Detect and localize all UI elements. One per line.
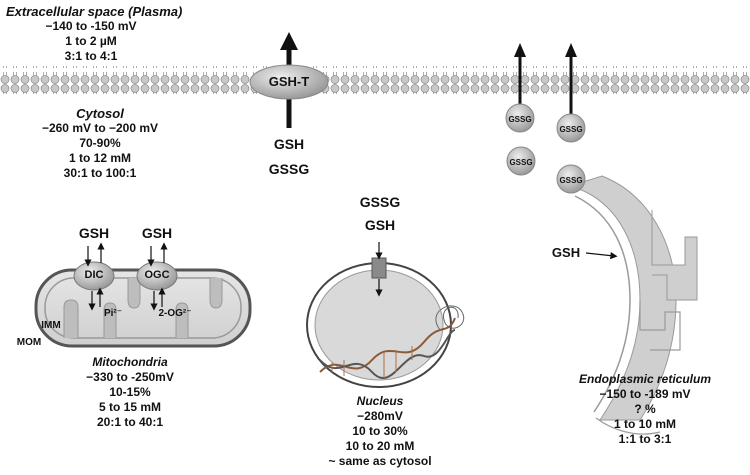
mitochondria-info: Mitochondria −330 to -250mV 10-15% 5 to …: [60, 355, 200, 430]
og-label: 2-OG²⁻: [158, 308, 192, 319]
gsh-t-label: GSH-T: [268, 74, 310, 89]
nucleus-ratio: ~ same as cytosol: [328, 454, 432, 468]
cytosol-concentration: 1 to 12 mM: [68, 151, 131, 165]
mito-gsh-right-label: GSH: [141, 225, 173, 241]
nucleus-gsh-label: GSH: [364, 217, 396, 233]
gssg-vesicle: [556, 164, 586, 194]
er-concentration: 1 to 10 mM: [613, 417, 676, 431]
gssg-vesicle: [506, 146, 536, 176]
endoplasmic-reticulum: [568, 175, 698, 435]
cytosol-info: Cytosol −260 mV to −200 mV 70-90% 1 to 1…: [30, 106, 170, 181]
mitochondria-title: Mitochondria: [92, 355, 168, 369]
ogc-carrier: [136, 261, 178, 291]
gssg-vesicle: [556, 113, 586, 143]
nucleus-title: Nucleus: [356, 394, 404, 408]
er-ratio: 1:1 to 3:1: [618, 432, 672, 446]
plasma-membrane: [0, 66, 750, 94]
nuclear-pore: [371, 257, 387, 279]
er-potential: −150 to -189 mV: [599, 387, 691, 401]
extracellular-ratio: 3:1 to 4:1: [64, 49, 118, 63]
nucleus-gssg-label: GSSG: [359, 194, 401, 210]
cytosol-title: Cytosol: [76, 106, 124, 121]
dna-helix-icon: [319, 305, 465, 379]
extracellular-concentration: 1 to 2 µM: [65, 34, 117, 48]
nucleus-percent: 10 to 30%: [352, 424, 408, 438]
transporter-gssg-label: GSSG: [268, 161, 310, 177]
cytosol-percent: 70-90%: [79, 136, 121, 150]
nucleus-concentration: 10 to 20 mM: [345, 439, 415, 453]
er-gssg-vesicles: [505, 103, 586, 194]
er-gsh-arrow: [585, 252, 618, 260]
gssg-vesicle: [505, 103, 535, 133]
extracellular-potential: −140 to -150 mV: [45, 19, 137, 33]
mitochondria-concentration: 5 to 15 mM: [98, 400, 161, 414]
cytosol-potential: −260 mV to −200 mV: [41, 121, 159, 135]
extracellular-title: Extracellular space (Plasma): [6, 4, 183, 19]
ogc-label: OGC: [144, 269, 170, 281]
mitochondria-percent: 10-15%: [109, 385, 151, 399]
mom-label: MOM: [16, 337, 42, 348]
nucleus-info: Nucleus −280mV 10 to 30% 10 to 20 mM ~ s…: [310, 394, 450, 469]
mitochondria-potential: −330 to -250mV: [86, 370, 174, 384]
mitochondrion: [34, 242, 252, 348]
gssg-vesicle-label: GSSG: [509, 158, 533, 167]
er-title: Endoplasmic reticulum: [578, 372, 712, 386]
er-percent: ? %: [634, 402, 656, 416]
pi-label: Pi²⁻: [103, 308, 123, 319]
transporter-gsh-label: GSH: [273, 136, 305, 152]
er-export-arrows: [514, 43, 577, 122]
gssg-vesicle-label: GSSG: [508, 115, 532, 124]
mito-gsh-left-label: GSH: [78, 225, 110, 241]
gssg-vesicle-label: GSSG: [559, 125, 583, 134]
imm-label: IMM: [41, 320, 61, 331]
mitochondria-ratio: 20:1 to 40:1: [96, 415, 164, 429]
nucleus: [306, 242, 465, 388]
er-gsh-label: GSH: [551, 245, 581, 260]
gsh-transporter: [249, 32, 329, 128]
extracellular-info: Extracellular space (Plasma) −140 to -15…: [6, 4, 183, 64]
dic-carrier: [73, 261, 115, 291]
cytosol-ratio: 30:1 to 100:1: [63, 166, 137, 180]
dic-label: DIC: [84, 269, 104, 281]
nucleus-potential: −280mV: [357, 409, 403, 423]
er-info: Endoplasmic reticulum −150 to -189 mV ? …: [555, 372, 735, 447]
gssg-vesicle-label: GSSG: [559, 176, 583, 185]
